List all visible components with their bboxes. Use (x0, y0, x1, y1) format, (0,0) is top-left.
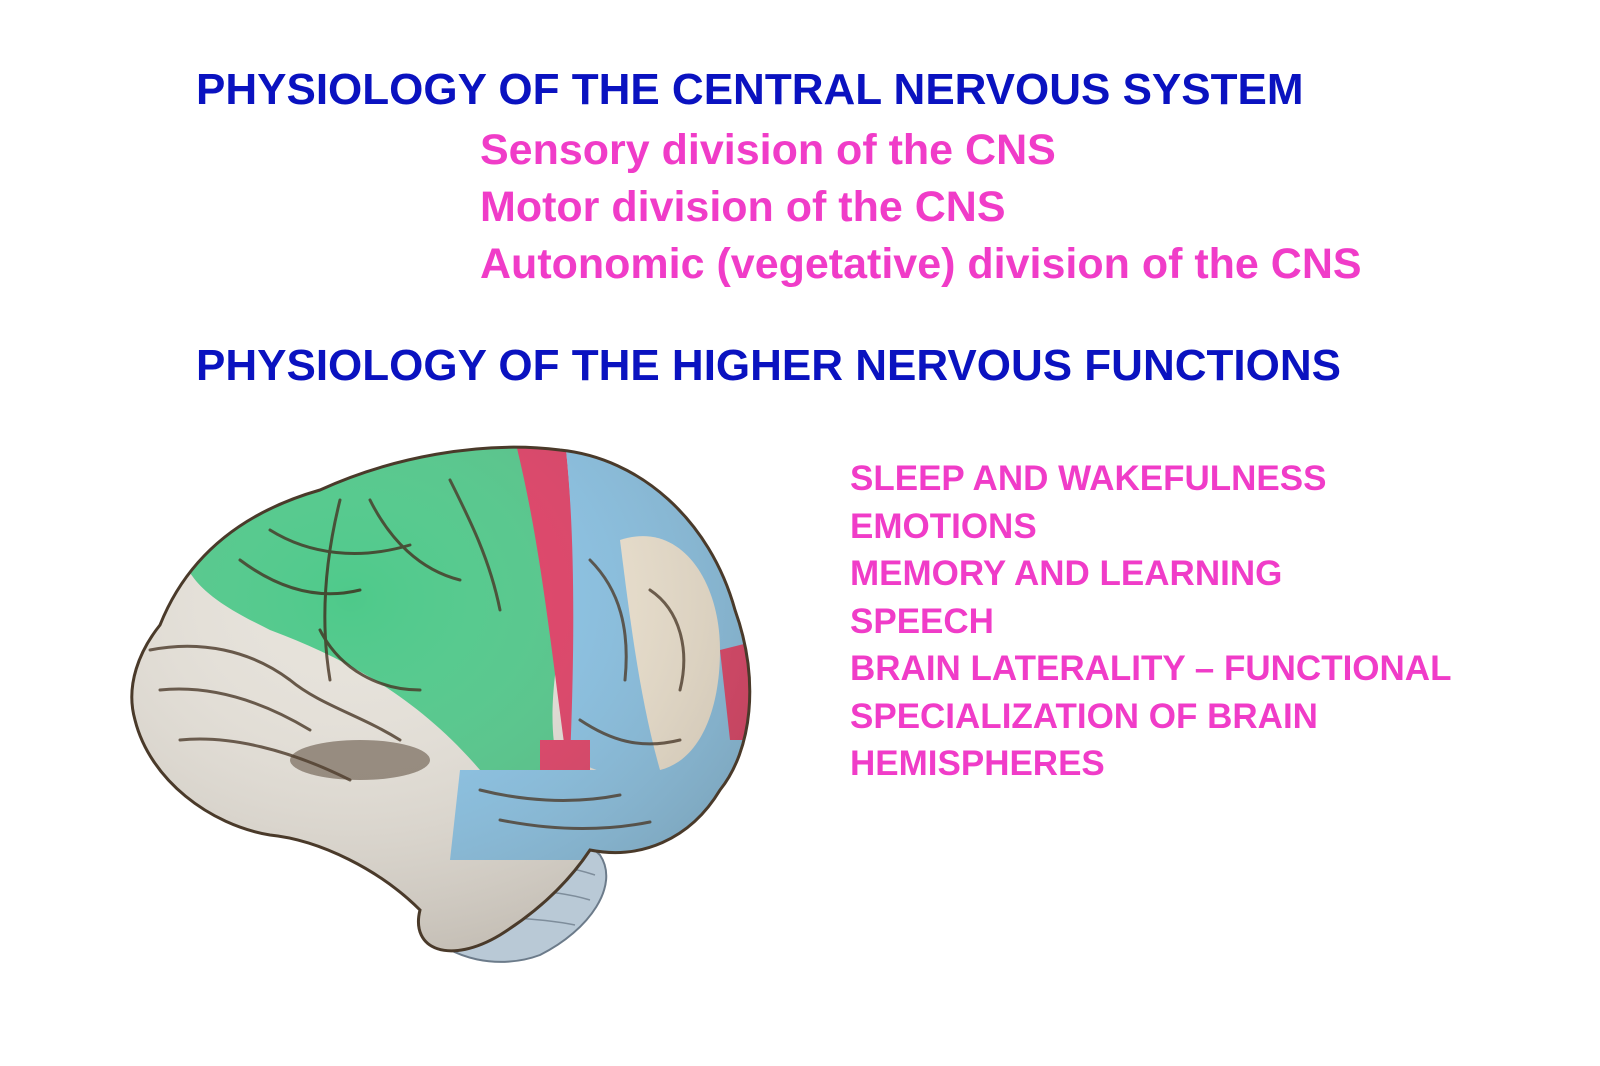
brain-illustration (120, 440, 780, 970)
hnf-item-hemispheres: HEMISPHERES (850, 744, 1105, 783)
hnf-item-specialization: SPECIALIZATION OF BRAIN (850, 696, 1318, 736)
cns-division-list: Sensory division of the CNS Motor divisi… (480, 122, 1362, 293)
higher-functions-list: SLEEP AND WAKEFULNESS EMOTIONS MEMORY AN… (850, 455, 1451, 788)
hnf-item-speech: SPEECH (850, 601, 994, 641)
hnf-heading: PHYSIOLOGY OF THE HIGHER NERVOUS FUNCTIO… (196, 341, 1341, 390)
cns-item-sensory: Sensory division of the CNS (480, 126, 1056, 174)
cns-item-autonomic: Autonomic (vegetative) division of the C… (480, 240, 1362, 288)
hnf-item-emotions: EMOTIONS (850, 506, 1037, 546)
cns-item-motor: Motor division of the CNS (480, 183, 1006, 231)
hnf-item-memory: MEMORY AND LEARNING (850, 554, 1283, 593)
hnf-item-sleep: SLEEP AND WAKEFULNESS (850, 459, 1327, 498)
hnf-item-laterality: BRAIN LATERALITY – FUNCTIONAL (850, 649, 1452, 688)
cns-heading: PHYSIOLOGY OF THE CENTRAL NERVOUS SYSTEM (196, 65, 1304, 114)
